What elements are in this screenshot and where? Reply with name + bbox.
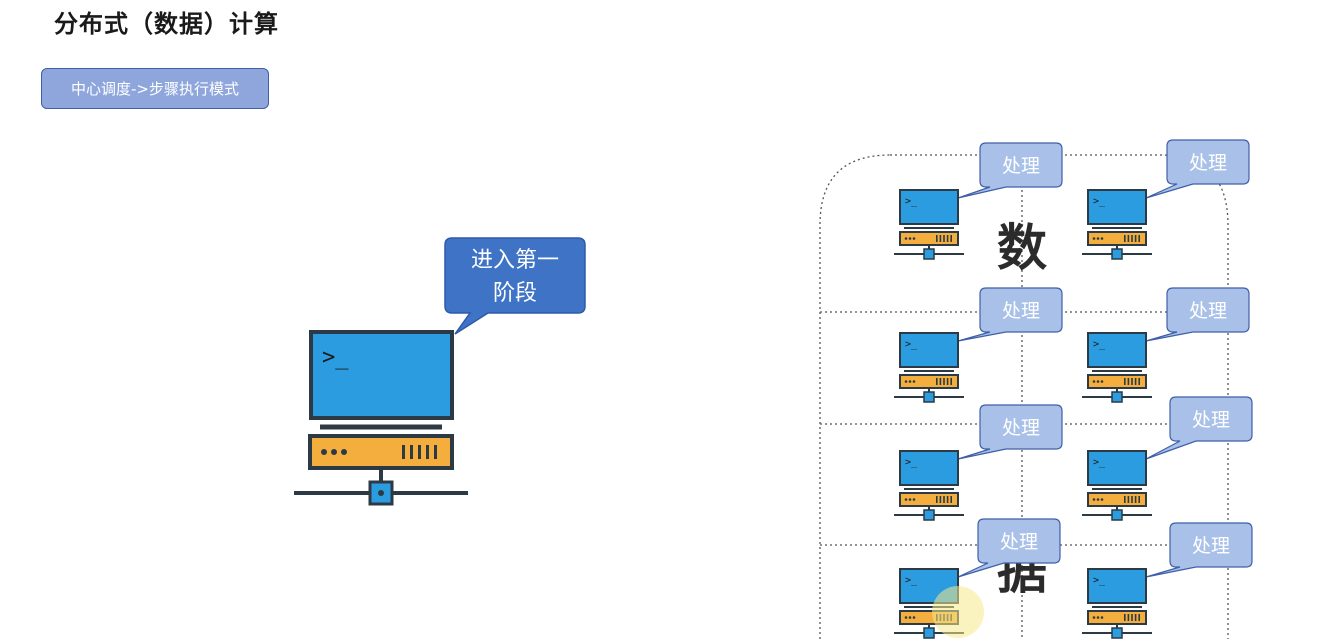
monitor-prompt: >_ (322, 345, 349, 370)
data-cluster: 数 据 (819, 154, 1229, 639)
monitor-prompt: >_ (1093, 196, 1106, 207)
monitor-prompt: >_ (1093, 457, 1106, 468)
process-bubble (1145, 287, 1250, 342)
process-bubble-label: 处理 (1000, 531, 1038, 553)
server-icon (1087, 231, 1147, 246)
page-title: 分布式（数据）计算 (54, 10, 279, 38)
monitor-icon (899, 189, 959, 225)
monitor-prompt: >_ (1093, 575, 1106, 586)
network-port-icon (923, 391, 935, 403)
monitor-prompt: >_ (1093, 339, 1106, 350)
mode-button[interactable]: 中心调度->步骤执行模式 (41, 68, 269, 109)
monitor-icon (1087, 568, 1147, 604)
worker-node: 处理 >_ (1082, 522, 1253, 639)
network-port-icon (1111, 248, 1123, 260)
process-bubble-label: 处理 (1002, 300, 1040, 322)
process-bubble-label: 处理 (1002, 155, 1040, 177)
process-bubble-label: 处理 (1189, 300, 1227, 322)
worker-nodes: 处理 >_ 处理 >_ 处理 >_ 处理 >_ 处理 >_ 处理 >_ 处理 >_ 处理 >_ (894, 139, 1253, 639)
central-computer: 进入第一 阶段 >_ (294, 237, 586, 506)
worker-node: 处理 >_ (894, 287, 1063, 403)
monitor-icon (899, 332, 959, 368)
worker-node: 处理 >_ (1082, 396, 1253, 521)
cursor-highlight (932, 586, 984, 638)
worker-node: 处理 >_ (894, 142, 1063, 260)
data-label-top: 数 (997, 219, 1047, 277)
worker-node: 处理 >_ (1082, 139, 1250, 260)
monitor-icon (1087, 450, 1147, 486)
process-bubble (1145, 139, 1250, 199)
worker-node: 处理 >_ (1082, 287, 1250, 403)
process-bubble-label: 处理 (1002, 417, 1040, 439)
monitor-icon (1087, 189, 1147, 225)
process-bubble (957, 287, 1063, 342)
stage-bubble-line2: 阶段 (493, 281, 537, 306)
server-icon (1087, 492, 1147, 507)
monitor-icon (309, 330, 454, 420)
network-port-icon (923, 509, 935, 521)
monitor-prompt: >_ (905, 575, 918, 586)
monitor-icon (1087, 332, 1147, 368)
process-bubble (1145, 522, 1253, 578)
process-bubble-label: 处理 (1189, 152, 1227, 174)
process-bubble (957, 404, 1063, 460)
process-bubble (1145, 396, 1253, 460)
network-port-icon (1111, 509, 1123, 521)
server-icon (1087, 610, 1147, 625)
worker-node: 处理 >_ (894, 404, 1063, 521)
server-icon (1087, 374, 1147, 389)
process-bubble (957, 518, 1061, 578)
stage-bubble-line1: 进入第一 (471, 248, 559, 273)
network-port-icon (923, 627, 935, 639)
process-bubble-label: 处理 (1192, 535, 1230, 557)
network-port-icon (923, 248, 935, 260)
process-bubble-label: 处理 (1192, 409, 1230, 431)
monitor-prompt: >_ (905, 339, 918, 350)
process-bubble (957, 142, 1063, 199)
monitor-prompt: >_ (905, 457, 918, 468)
network-port-icon (1111, 391, 1123, 403)
stage-bubble: 进入第一 阶段 (444, 237, 586, 335)
network-port-icon (1111, 627, 1123, 639)
monitor-prompt: >_ (905, 196, 918, 207)
monitor-icon (899, 450, 959, 486)
